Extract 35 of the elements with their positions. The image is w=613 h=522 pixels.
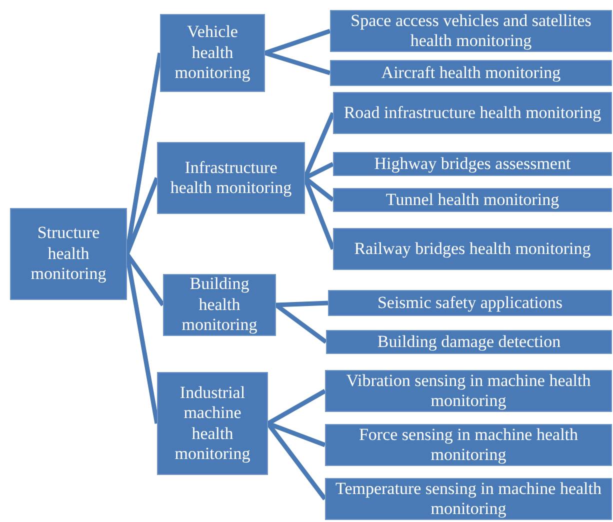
- box-label: Industrial machine health monitoring: [174, 382, 252, 464]
- category-box: [333, 92, 612, 134]
- category-box: [163, 274, 276, 336]
- category-box: [330, 60, 612, 86]
- connector-line: [264, 28, 331, 56]
- box-label: Seismic safety applications: [377, 292, 563, 314]
- category-box: [330, 10, 612, 52]
- connector-line: [264, 50, 331, 76]
- category-box: [333, 228, 612, 270]
- box-label: Road infrastructure health monitoring: [344, 102, 602, 124]
- box-label: Structure health monitoring: [30, 223, 108, 285]
- box-label: Temperature sensing in machine health monitoring: [334, 478, 602, 520]
- box-label: Building health monitoring: [180, 274, 258, 336]
- root-box: [10, 208, 127, 300]
- connector-line: [266, 389, 326, 426]
- category-box: [160, 14, 265, 92]
- box-label: Vibration sensing in machine health monitoring: [345, 370, 592, 412]
- category-box: [325, 370, 612, 412]
- box-label: Vehicle health monitoring: [174, 22, 252, 84]
- box-label: Highway bridges assessment: [374, 154, 571, 174]
- category-box: [157, 142, 305, 214]
- box-label: Railway bridges health monitoring: [354, 238, 591, 260]
- category-box: [326, 330, 612, 354]
- category-box: [157, 372, 268, 475]
- category-box: [333, 152, 612, 176]
- box-label: Infrastructure health monitoring: [169, 158, 293, 198]
- box-label: Building damage detection: [377, 332, 561, 352]
- box-label: Aircraft health monitoring: [381, 62, 561, 84]
- category-box: [328, 290, 612, 316]
- box-label: Tunnel health monitoring: [386, 190, 560, 210]
- category-box: [333, 188, 612, 212]
- box-label: Force sensing in machine health monitoring: [358, 424, 580, 466]
- box-label: Space access vehicles and satellites health monitoring: [350, 10, 592, 52]
- category-box: [325, 424, 612, 466]
- connector-line: [276, 300, 328, 308]
